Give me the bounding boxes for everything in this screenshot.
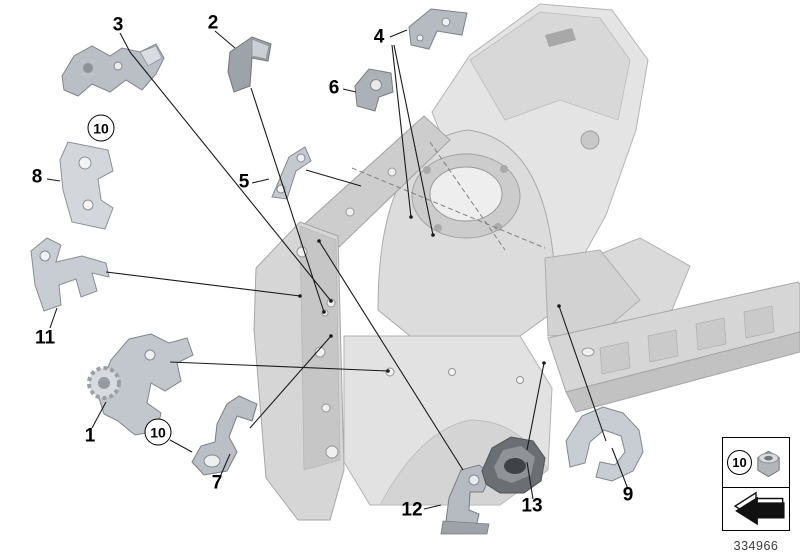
- bracket-part-7: [191, 395, 258, 476]
- callout-11[interactable]: 11: [34, 327, 56, 349]
- bracket-part-2: [227, 36, 272, 93]
- bracket-part-5: [271, 146, 312, 200]
- legend-direction-row: [723, 488, 789, 529]
- figure-part-number: 334966: [733, 539, 779, 553]
- callout-1[interactable]: 1: [84, 425, 96, 447]
- bracket-part-4: [408, 8, 468, 50]
- bracket-part-1: [87, 333, 194, 436]
- leader-lines: [46, 29, 629, 510]
- callout-2[interactable]: 2: [207, 12, 219, 34]
- callout-13[interactable]: 13: [521, 495, 543, 517]
- bracket-part-12: [440, 464, 492, 535]
- callout-7[interactable]: 7: [211, 472, 223, 494]
- legend-callout-10: 10: [727, 450, 752, 475]
- callout-4[interactable]: 4: [373, 26, 385, 48]
- bracket-part-8: [59, 141, 114, 230]
- bracket-part-11: [30, 237, 110, 312]
- callout-10-upper[interactable]: 10: [87, 114, 115, 142]
- bracket-part-6: [354, 68, 394, 112]
- hex-nut-icon: [757, 450, 780, 477]
- callout-3[interactable]: 3: [112, 14, 124, 36]
- callout-10-lower[interactable]: 10: [144, 418, 172, 446]
- direction-arrow-icon: [733, 491, 785, 525]
- legend-box: 10: [722, 437, 790, 531]
- callout-6[interactable]: 6: [328, 77, 340, 99]
- bracket-part-3: [61, 43, 165, 97]
- bracket-part-9: [565, 406, 644, 482]
- legend-hardware-row: 10: [723, 438, 789, 488]
- callout-12[interactable]: 12: [401, 499, 423, 521]
- callout-5[interactable]: 5: [238, 171, 250, 193]
- callout-8[interactable]: 8: [31, 166, 43, 188]
- callout-9[interactable]: 9: [622, 484, 634, 506]
- leader-endpoints: [298, 215, 561, 373]
